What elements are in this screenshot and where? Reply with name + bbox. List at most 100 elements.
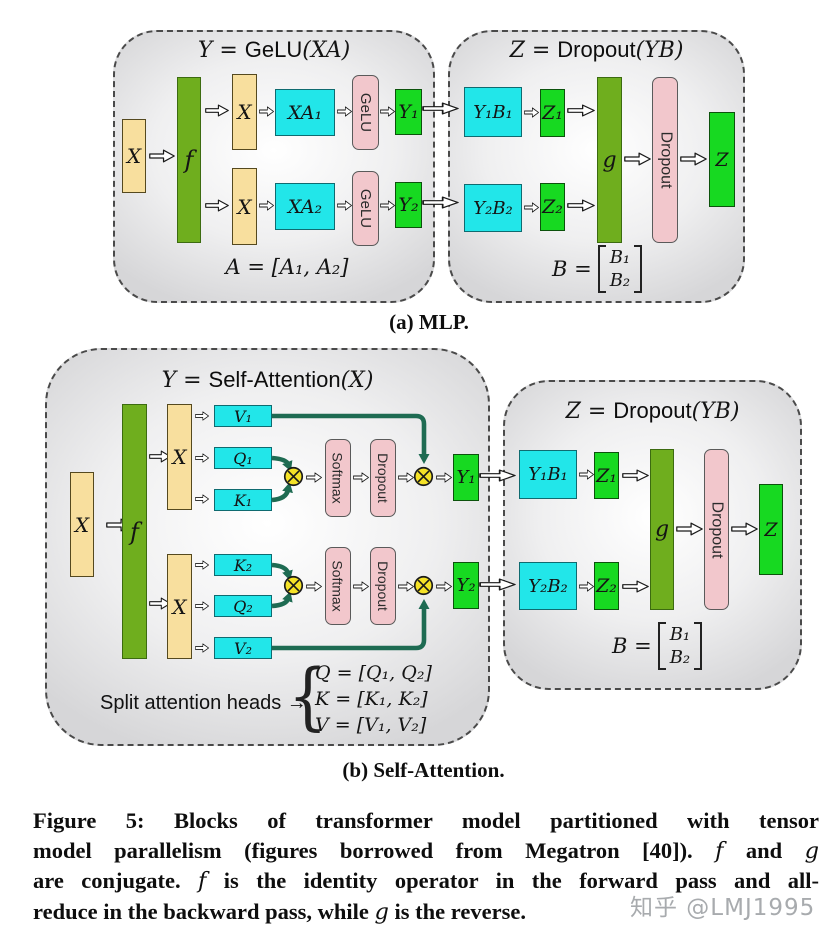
flow-arrow-icon [337, 200, 352, 211]
g-label: g [654, 517, 670, 542]
flow-arrow-icon [524, 107, 539, 118]
y2-label: Y₂ [398, 194, 419, 216]
box-y1: Y₁ [395, 89, 422, 135]
flow-arrow-icon [380, 106, 395, 117]
flow-arrow-icon [579, 581, 594, 592]
gelu2-label: GeLU [357, 188, 374, 229]
box-x-input: X [70, 472, 94, 577]
circled-times-icon [283, 466, 304, 487]
flow-arrow-icon [422, 196, 459, 209]
x-branch2-label: X [172, 594, 187, 619]
k2-label: K₂ [233, 555, 253, 575]
box-y1b1: Y₁B₁ [464, 87, 522, 137]
box-xa2: XA₂ [275, 183, 335, 230]
x-input-label: X [74, 512, 90, 537]
flow-arrow-icon [380, 200, 395, 211]
y1-label: Y₁ [398, 101, 419, 123]
x-branch1-label: X [237, 100, 252, 124]
flow-arrow-icon [398, 581, 414, 592]
box-z2: Z₂ [540, 183, 565, 231]
flow-arrow-icon [622, 580, 649, 593]
xa1-label: XA₁ [287, 101, 323, 124]
caption-line-2: model parallelism (figures borrowed from… [33, 837, 819, 864]
flow-arrow-icon [149, 149, 175, 163]
flow-arrow-icon [731, 522, 758, 536]
y1b1-label: Y₁B₁ [528, 464, 568, 485]
flow-arrow-icon [195, 601, 209, 611]
box-softmax-1: Softmax [325, 439, 351, 517]
k1-label: K₁ [233, 490, 253, 510]
box-dropout-2: Dropout [370, 547, 396, 625]
box-z-output: Z [759, 484, 783, 575]
flow-arrow-icon [259, 106, 274, 117]
panel-mlp-dropout: Z = Dropout(YB) Y₁B₁ Y₂B₂ Z₁ Z₂ g Dropou… [448, 30, 745, 303]
flow-arrow-icon [205, 104, 229, 117]
box-x-branch2: X [232, 168, 257, 245]
box-y2: Y₂ [395, 182, 422, 228]
panel-title: Z = Dropout(YB) [509, 37, 684, 63]
panel-attention-dropout: Z = Dropout(YB) Y₁B₁ Y₂B₂ Z₁ Z₂ g Dropou… [503, 380, 802, 690]
z-output-label: Z [764, 518, 778, 541]
box-x-branch2: X [167, 554, 192, 659]
box-g-operator: g [650, 449, 674, 610]
z2-label: Z₂ [542, 196, 563, 218]
flow-arrow-icon [306, 581, 322, 592]
box-dropout-1: Dropout [370, 439, 396, 517]
dropout-label: Dropout [657, 131, 675, 189]
box-q2: Q₂ [214, 595, 272, 617]
box-softmax-2: Softmax [325, 547, 351, 625]
y2-label: Y₂ [456, 575, 476, 596]
figure-caption: Figure 5: Blocks of transformer model pa… [33, 806, 819, 927]
box-v1: V₁ [214, 405, 272, 427]
split-k-formula: K = [K₁, K₂] [315, 688, 428, 710]
flow-arrow-icon [436, 472, 452, 483]
flow-arrow-icon [195, 453, 209, 463]
box-y1b1: Y₁B₁ [519, 450, 577, 499]
flow-arrow-icon [579, 469, 594, 480]
split-v-formula: V = [V₁, V₂] [315, 714, 427, 736]
box-x-branch1: X [232, 74, 257, 150]
box-q1: Q₁ [214, 447, 272, 469]
flow-arrow-icon [680, 152, 707, 166]
box-y2b2: Y₂B₂ [519, 562, 577, 610]
box-f-operator: f [177, 77, 201, 243]
flow-arrow-icon [195, 643, 209, 653]
box-z1: Z₁ [594, 452, 619, 499]
box-xa1: XA₁ [275, 89, 335, 136]
circled-times-icon [413, 466, 434, 487]
flow-arrow-icon [306, 472, 322, 483]
flow-arrow-icon [353, 472, 369, 483]
box-v2: V₂ [214, 637, 272, 659]
f-label: f [184, 146, 194, 174]
flow-arrow-icon [259, 200, 274, 211]
box-g-operator: g [597, 77, 622, 243]
flow-arrow-icon [624, 152, 651, 166]
caption-line-3: are conjugate. f is the identity operato… [33, 868, 820, 894]
gelu1-label: GeLU [357, 92, 374, 133]
caption-line-4: reduce in the backward pass, while g is … [33, 898, 526, 925]
x-branch2-label: X [237, 194, 252, 219]
z1-label: Z₁ [542, 102, 563, 124]
flow-arrow-icon [398, 472, 414, 483]
watermark: 知乎 @LMJ1995 [630, 895, 816, 921]
flow-arrow-icon [337, 106, 352, 117]
box-k1: K₁ [214, 489, 272, 511]
v1-label: V₁ [234, 406, 252, 426]
formula-a: A = [A₁, A₂] [225, 255, 349, 279]
caption-line-1: Figure 5: Blocks of transformer model pa… [33, 808, 819, 833]
box-gelu-1: GeLU [352, 75, 379, 150]
flow-arrow-icon [353, 581, 369, 592]
flow-arrow-icon [195, 560, 209, 570]
y1-label: Y₁ [456, 467, 476, 488]
f-label: f [130, 517, 139, 546]
y1b1-label: Y₁B₁ [473, 101, 513, 123]
box-z1: Z₁ [540, 89, 565, 137]
circled-times-icon [283, 575, 304, 596]
z1-label: Z₁ [596, 464, 617, 487]
flow-arrow-icon [479, 469, 516, 482]
flow-arrow-icon [567, 199, 595, 212]
y2b2-label: Y₂B₂ [528, 575, 568, 597]
